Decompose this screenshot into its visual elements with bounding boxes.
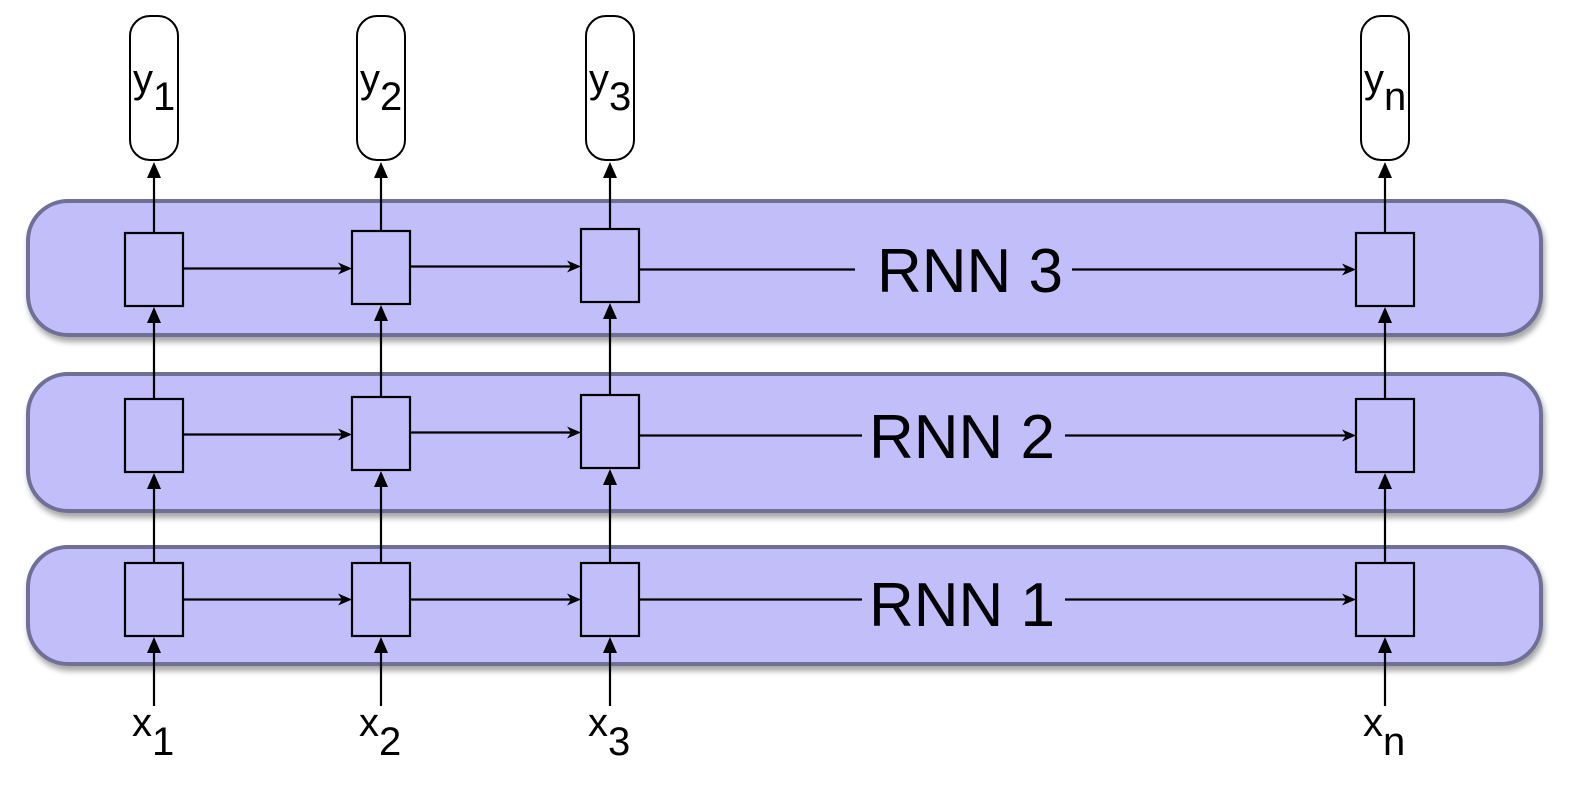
- rnn-cell-l3-t3: [579, 227, 641, 304]
- input-label-base: x: [1363, 701, 1383, 745]
- rnn-cell-l1-t2: [350, 561, 412, 638]
- layer-arrow-l1-l2-tn-head-icon: [1378, 473, 1392, 489]
- rnn-cell-l2-t1: [123, 397, 185, 474]
- input-label-tn: xn: [1363, 701, 1405, 764]
- output-box-t2: [356, 15, 406, 161]
- recurrent-arrow-l2-t1-head-icon: [338, 428, 352, 441]
- input-label-subscript: n: [1383, 720, 1405, 764]
- rnn-cell-l2-t2: [350, 395, 412, 472]
- input-label-t1: x1: [132, 701, 174, 764]
- rnn-layer-label-1: RNN 1: [869, 571, 1055, 640]
- rnn-layer-panel-1: [26, 545, 1543, 666]
- input-label-base: x: [359, 701, 379, 745]
- output-label-subscript: n: [1384, 75, 1406, 119]
- layer-arrow-l1-l2-t1-head-icon: [147, 473, 161, 489]
- rnn-cell-l3-tn: [1354, 231, 1416, 308]
- recurrent-arrow-l2-t3-head-icon: [1342, 429, 1356, 442]
- output-label-base: y: [133, 57, 153, 101]
- layer-arrow-l2-l3-tn-head-icon: [1378, 307, 1392, 323]
- input-label-base: x: [588, 701, 608, 745]
- input-arrow-t1-head-icon: [147, 637, 161, 653]
- rnn-cell-l3-t2: [350, 229, 412, 306]
- output-box-tn: [1360, 15, 1410, 161]
- output-label-subscript: 1: [153, 75, 175, 119]
- layer-arrow-l2-l3-t3-head-icon: [603, 303, 617, 319]
- output-label-base: y: [589, 57, 609, 101]
- input-label-subscript: 2: [379, 720, 401, 764]
- rnn-layer-panel-2: [26, 372, 1543, 513]
- layer-arrow-l2-l3-t2-head-icon: [374, 305, 388, 321]
- rnn-layer-label-2: RNN 2: [869, 403, 1055, 472]
- input-arrow-t3-head-icon: [603, 637, 617, 653]
- input-label-base: x: [132, 701, 152, 745]
- recurrent-arrow-l3-t1-head-icon: [338, 262, 352, 275]
- output-label-base: y: [360, 57, 380, 101]
- output-label-subscript: 2: [380, 75, 402, 119]
- layer-arrow-l1-l2-t3-head-icon: [603, 469, 617, 485]
- output-arrow-t3-head-icon: [603, 162, 617, 178]
- recurrent-arrow-l1-t2-head-icon: [567, 593, 581, 606]
- recurrent-arrow-l1-t1-head-icon: [338, 593, 352, 606]
- output-arrow-tn-head-icon: [1378, 162, 1392, 178]
- output-label-t1: y1: [133, 57, 175, 119]
- output-label-base: y: [1364, 57, 1384, 101]
- input-label-t2: x2: [359, 701, 401, 764]
- rnn-cell-l2-tn: [1354, 397, 1416, 474]
- recurrent-arrow-l2-t2-head-icon: [567, 426, 581, 439]
- rnn-cell-l2-t3: [579, 393, 641, 470]
- output-arrow-t1-head-icon: [147, 162, 161, 178]
- input-label-subscript: 1: [152, 720, 174, 764]
- layer-arrow-l2-l3-t1-head-icon: [147, 307, 161, 323]
- output-label-t3: y3: [589, 57, 631, 119]
- rnn-cell-l1-t1: [123, 561, 185, 638]
- recurrent-arrow-l3-t2-head-icon: [567, 260, 581, 273]
- recurrent-arrow-l1-t3-head-icon: [1342, 593, 1356, 606]
- rnn-layer-label-3: RNN 3: [877, 237, 1063, 306]
- output-arrow-t2-head-icon: [374, 162, 388, 178]
- output-label-tn: yn: [1364, 57, 1406, 119]
- layer-arrow-l1-l2-t2-head-icon: [374, 471, 388, 487]
- input-label-t3: x3: [588, 701, 630, 764]
- input-label-subscript: 3: [608, 720, 630, 764]
- output-box-t1: [129, 15, 179, 161]
- rnn-cell-l1-tn: [1354, 561, 1416, 638]
- output-label-t2: y2: [360, 57, 402, 119]
- rnn-cell-l1-t3: [579, 561, 641, 638]
- output-box-t3: [585, 15, 635, 161]
- output-label-subscript: 3: [609, 75, 631, 119]
- input-arrow-tn-head-icon: [1378, 637, 1392, 653]
- input-arrow-t2-head-icon: [374, 637, 388, 653]
- recurrent-arrow-l3-t3-head-icon: [1342, 263, 1356, 276]
- rnn-cell-l3-t1: [123, 231, 185, 308]
